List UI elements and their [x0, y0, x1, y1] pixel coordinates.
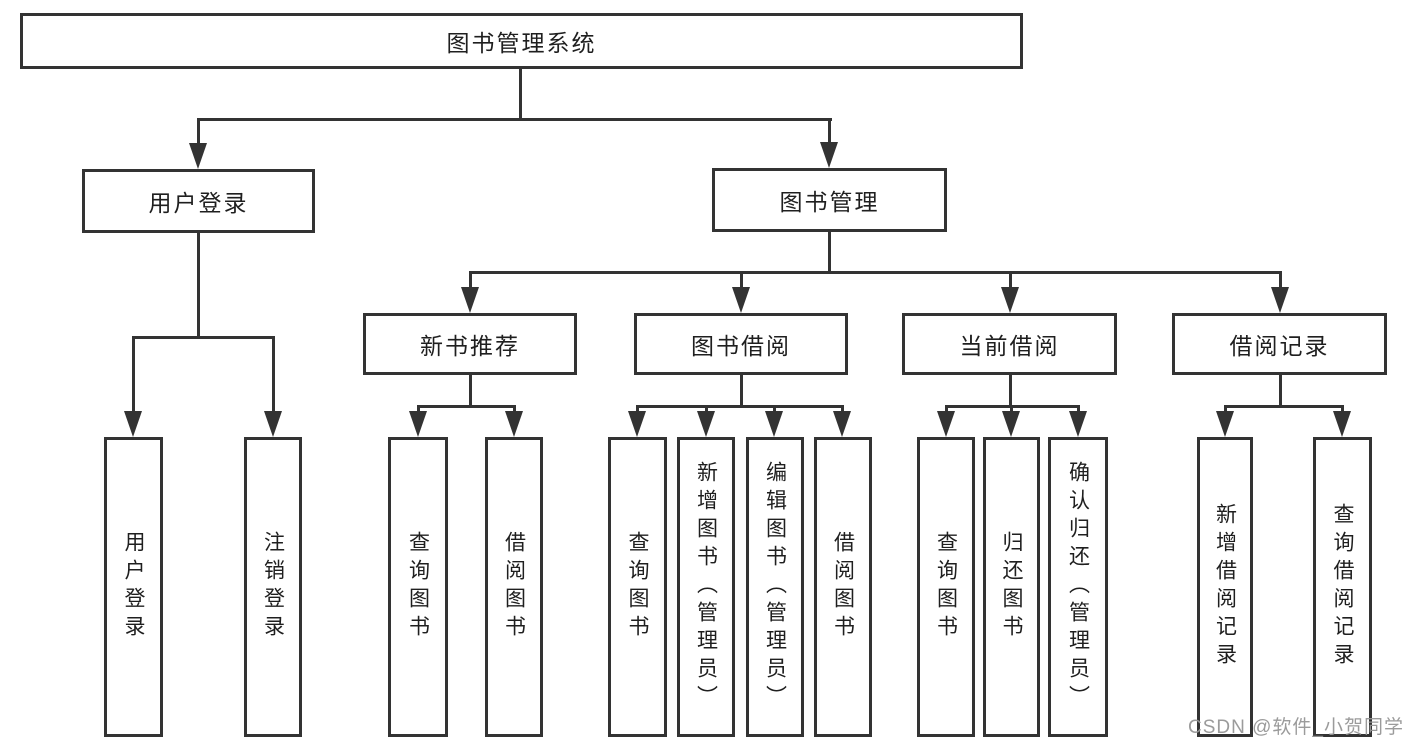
connector-line [1009, 375, 1012, 405]
arrowhead-down-icon [461, 287, 479, 313]
connector-line [417, 405, 515, 408]
node-label: 借阅图书 [502, 531, 526, 643]
node-book-management: 图书管理 [712, 168, 947, 232]
leaf-add-borrow-record: 新增借阅记录 [1197, 437, 1253, 737]
node-label: 新增借阅记录 [1213, 503, 1237, 671]
node-label: 编辑图书（管理员） [763, 461, 787, 713]
arrowhead-down-icon [1001, 287, 1019, 313]
node-label: 用户登录 [122, 531, 146, 643]
connector-line [740, 375, 743, 405]
connector-line [417, 405, 420, 415]
connector-line [132, 336, 274, 339]
connector-line [132, 336, 135, 413]
connector-line [841, 405, 844, 415]
arrowhead-down-icon [937, 411, 955, 437]
node-label: 新增图书（管理员） [694, 461, 718, 713]
leaf-edit-books-admin: 编辑图书（管理员） [746, 437, 804, 737]
leaf-borrow-books-newbook: 借阅图书 [485, 437, 543, 737]
connector-line [773, 405, 776, 415]
arrowhead-down-icon [505, 411, 523, 437]
connector-line [197, 118, 832, 121]
arrowhead-down-icon [1271, 287, 1289, 313]
leaf-query-books-current: 查询图书 [917, 437, 975, 737]
node-label: 当前借阅 [959, 333, 1060, 359]
leaf-add-books-admin: 新增图书（管理员） [677, 437, 735, 737]
node-label: 图书管理系统 [446, 30, 597, 56]
node-label: 查询图书 [934, 531, 958, 643]
arrowhead-down-icon [765, 411, 783, 437]
connector-line [740, 271, 743, 291]
node-new-book-recommend: 新书推荐 [363, 313, 577, 375]
connector-line [469, 271, 472, 291]
connector-line [1224, 405, 1227, 415]
connector-line [513, 405, 516, 415]
arrowhead-down-icon [1216, 411, 1234, 437]
leaf-return-books: 归还图书 [983, 437, 1040, 737]
node-label: 借阅记录 [1229, 333, 1330, 359]
node-label: 借阅图书 [831, 531, 855, 643]
arrowhead-down-icon [833, 411, 851, 437]
leaf-query-borrow-record: 查询借阅记录 [1313, 437, 1372, 737]
connector-line [197, 118, 200, 147]
connector-line [1010, 405, 1013, 415]
node-label: 用户登录 [148, 190, 249, 216]
leaf-query-books-newbook: 查询图书 [388, 437, 448, 737]
connector-line [636, 405, 639, 415]
node-borrowing-records: 借阅记录 [1172, 313, 1387, 375]
leaf-query-books-borrow: 查询图书 [608, 437, 667, 737]
connector-line [519, 69, 522, 118]
leaf-user-login: 用户登录 [104, 437, 163, 737]
leaf-logout: 注销登录 [244, 437, 302, 737]
node-library-management-system: 图书管理系统 [20, 13, 1023, 69]
arrowhead-down-icon [1002, 411, 1020, 437]
node-label: 注销登录 [261, 531, 285, 643]
node-label: 图书管理 [779, 189, 880, 215]
connector-line [1341, 405, 1344, 415]
node-label: 确认归还（管理员） [1066, 461, 1090, 713]
leaf-confirm-return-admin: 确认归还（管理员） [1048, 437, 1108, 737]
node-label: 归还图书 [1000, 531, 1024, 643]
arrowhead-down-icon [189, 143, 207, 169]
csdn-watermark: CSDN @软件_小贺同学 [1188, 717, 1404, 738]
arrowhead-down-icon [1333, 411, 1351, 437]
connector-line [828, 232, 831, 271]
connector-line [636, 405, 843, 408]
connector-line [945, 405, 948, 415]
connector-line [1077, 405, 1080, 415]
connector-line [197, 233, 200, 336]
arrowhead-down-icon [264, 411, 282, 437]
node-label: 查询借阅记录 [1331, 503, 1355, 671]
node-book-borrowing: 图书借阅 [634, 313, 848, 375]
node-label: 查询图书 [626, 531, 650, 643]
connector-line [1224, 405, 1343, 408]
node-label: 新书推荐 [420, 333, 520, 359]
node-current-borrowing: 当前借阅 [902, 313, 1117, 375]
arrowhead-down-icon [732, 287, 750, 313]
connector-line [272, 336, 275, 413]
connector-line [469, 375, 472, 405]
arrowhead-down-icon [820, 142, 838, 168]
arrowhead-down-icon [628, 411, 646, 437]
arrowhead-down-icon [697, 411, 715, 437]
node-label: 图书借阅 [691, 333, 791, 359]
leaf-borrow-books: 借阅图书 [814, 437, 872, 737]
connector-line [1279, 271, 1282, 291]
arrowhead-down-icon [1069, 411, 1087, 437]
node-user-login: 用户登录 [82, 169, 315, 233]
connector-line [469, 271, 1281, 274]
arrowhead-down-icon [124, 411, 142, 437]
connector-line [1279, 375, 1282, 405]
connector-line [705, 405, 708, 415]
node-label: 查询图书 [406, 531, 430, 643]
connector-line [828, 118, 831, 144]
connector-line [1009, 271, 1012, 291]
arrowhead-down-icon [409, 411, 427, 437]
